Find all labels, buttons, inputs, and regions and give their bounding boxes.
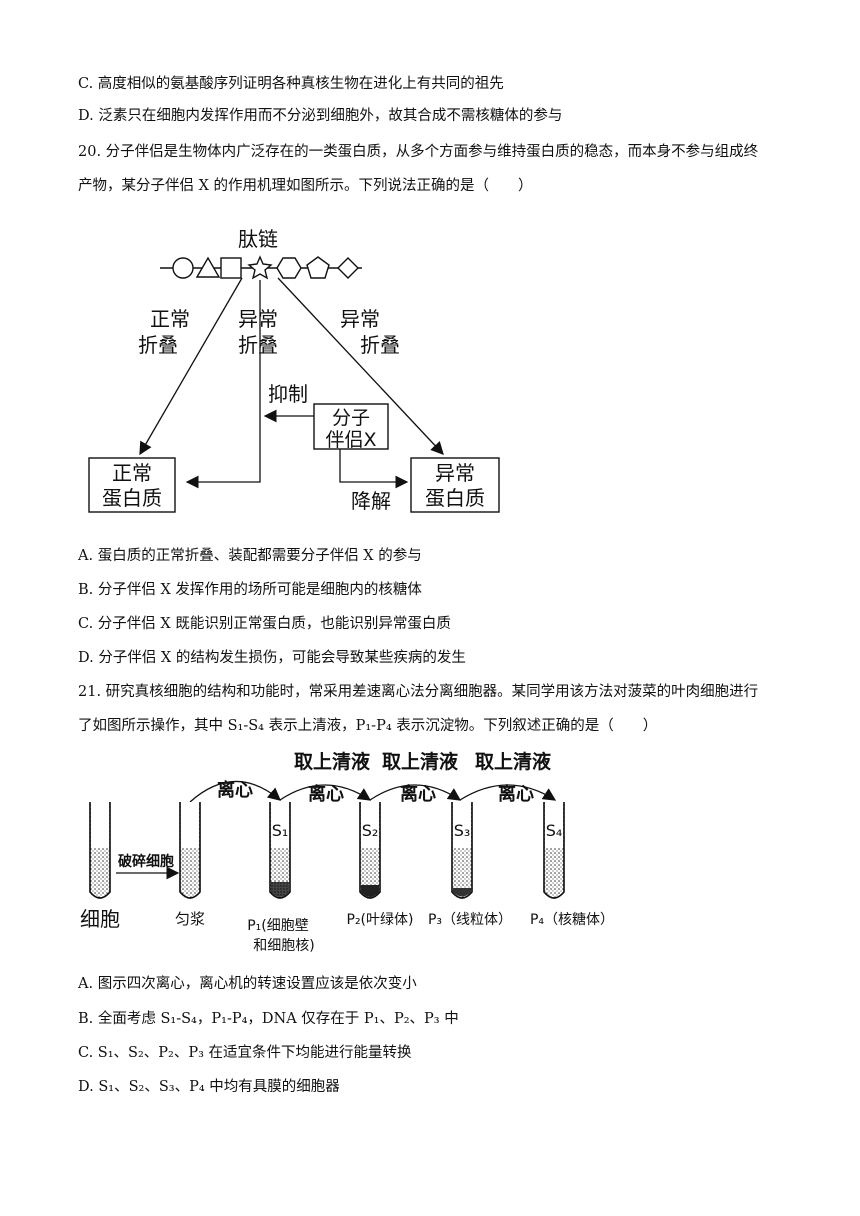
svg-text:正常: 正常 <box>150 307 190 331</box>
centrifugation-diagram: 取上清液 取上清液 取上清液 离心 离心 离心 离心 破碎细胞 <box>80 750 614 954</box>
triangle-residue-icon <box>195 256 221 278</box>
svg-text:异常: 异常 <box>238 307 278 331</box>
svg-text:蛋白质: 蛋白质 <box>102 486 162 510</box>
svg-text:抑制: 抑制 <box>268 382 308 406</box>
q21-stem-line1: 21. 研究真核细胞的结构和功能时，常采用差速离心法分离细胞器。某同学用该方法对… <box>78 684 759 700</box>
q21-option-a: A. 图示四次离心，离心机的转速设置应该是依次变小 <box>78 976 417 992</box>
peptide-label: 肽链 <box>238 227 278 251</box>
svg-text:折叠: 折叠 <box>138 333 178 357</box>
svg-text:折叠: 折叠 <box>238 333 278 357</box>
diamond-residue-icon <box>337 257 359 279</box>
q21-option-c: C. S₁、S₂、P₂、P₃ 在适宜条件下均能进行能量转换 <box>78 1045 412 1061</box>
svg-text:蛋白质: 蛋白质 <box>425 486 485 510</box>
svg-text:离心: 离心 <box>498 783 534 805</box>
abnormal-protein-box <box>410 457 500 513</box>
normal-protein-box <box>88 457 176 513</box>
q20-option-d: D. 分子伴侣 X 的结构发生损伤，可能会导致某些疾病的发生 <box>78 650 466 666</box>
q19-option-d: D. 泛素只在细胞内发挥作用而不分泌到细胞外，故其合成不需核糖体的参与 <box>78 108 563 124</box>
svg-text:取上清液: 取上清液 <box>382 750 459 773</box>
svg-text:分子: 分子 <box>332 407 370 429</box>
q21-option-b: B. 全面考虑 S₁-S₄，P₁-P₄，DNA 仅存在于 P₁、P₂、P₃ 中 <box>78 1011 459 1027</box>
svg-text:异常: 异常 <box>435 461 475 485</box>
star-residue-icon <box>247 255 273 280</box>
square-residue-icon <box>220 257 242 279</box>
svg-text:S₃: S₃ <box>454 821 471 840</box>
q20-option-a: A. 蛋白质的正常折叠、装配都需要分子伴侣 X 的参与 <box>78 548 422 564</box>
q20-option-b: B. 分子伴侣 X 发挥作用的场所可能是细胞内的核糖体 <box>78 582 422 598</box>
svg-text:取上清液: 取上清液 <box>294 750 371 773</box>
svg-text:S₂: S₂ <box>362 821 379 840</box>
svg-text:离心: 离心 <box>400 783 436 805</box>
svg-text:P₃（线粒体）: P₃（线粒体） <box>428 912 512 928</box>
chaperone-mechanism-diagram: 肽链 正常 折叠 异常 折叠 异常 折叠 抑制 降解 分子 伴侣X 正常 蛋白质… <box>88 227 500 513</box>
svg-text:异常: 异常 <box>340 307 380 331</box>
q20-option-c: C. 分子伴侣 X 既能识别正常蛋白质，也能识别异常蛋白质 <box>78 616 451 632</box>
chaperone-x-box <box>313 403 389 450</box>
q21-stem-line2: 了如图所示操作，其中 S₁-S₄ 表示上清液，P₁-P₄ 表示沉淀物。下列叙述正… <box>78 718 658 734</box>
svg-text:细胞: 细胞 <box>80 907 120 931</box>
svg-text:P₄（核糖体）: P₄（核糖体） <box>530 912 614 928</box>
peptide-chain <box>160 255 362 280</box>
svg-text:破碎细胞: 破碎细胞 <box>118 853 174 870</box>
q20-stem-line1: 20. 分子伴侣是生物体内广泛存在的一类蛋白质，从多个方面参与维持蛋白质的稳态，… <box>78 144 759 160</box>
q19-option-c: C. 高度相似的氨基酸序列证明各种真核生物在进化上有共同的祖先 <box>78 76 504 92</box>
svg-text:和细胞核): 和细胞核) <box>253 938 314 954</box>
q20-stem-line2: 产物，某分子伴侣 X 的作用机理如图所示。下列说法正确的是（ ） <box>78 178 533 194</box>
svg-text:匀浆: 匀浆 <box>175 910 205 928</box>
svg-text:正常: 正常 <box>112 461 152 485</box>
svg-text:P₁(细胞壁: P₁(细胞壁 <box>247 918 309 934</box>
svg-text:离心: 离心 <box>217 779 253 801</box>
circle-residue-icon <box>172 257 194 279</box>
hexagon-residue-icon <box>276 257 302 279</box>
svg-text:伴侣X: 伴侣X <box>325 429 376 451</box>
svg-text:取上清液: 取上清液 <box>475 750 552 773</box>
svg-text:S₁: S₁ <box>272 821 289 840</box>
svg-text:折叠: 折叠 <box>360 333 400 357</box>
svg-text:离心: 离心 <box>308 783 344 805</box>
svg-text:S₄: S₄ <box>546 821 563 840</box>
pentagon-residue-icon <box>306 256 330 279</box>
svg-text:降解: 降解 <box>351 489 391 513</box>
q21-option-d: D. S₁、S₂、S₃、P₄ 中均有具膜的细胞器 <box>78 1079 340 1095</box>
svg-text:P₂(叶绿体): P₂(叶绿体) <box>347 912 414 928</box>
